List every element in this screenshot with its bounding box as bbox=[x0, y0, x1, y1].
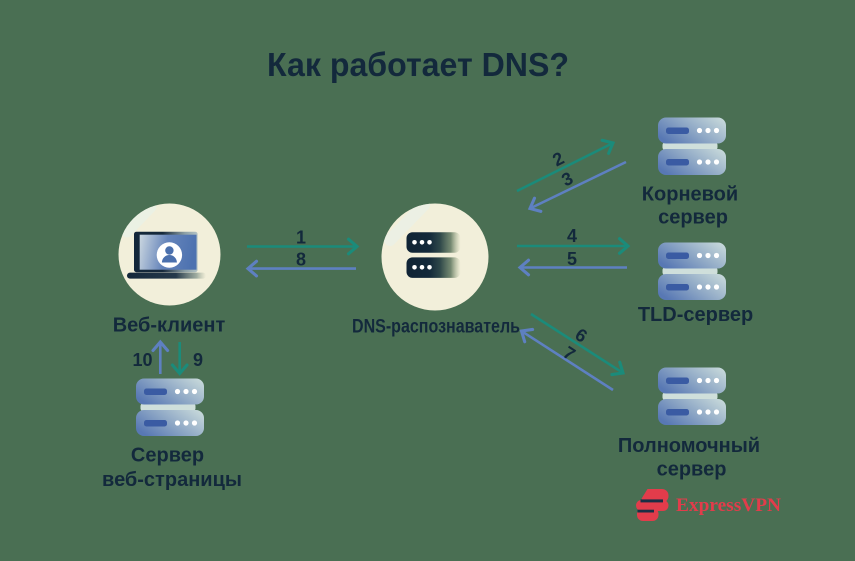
svg-text:ExpressVPN: ExpressVPN bbox=[676, 496, 782, 516]
svg-text:5: 5 bbox=[567, 249, 577, 269]
svg-text:1: 1 bbox=[296, 228, 306, 248]
svg-text:Как работает DNS?: Как работает DNS? bbox=[267, 46, 569, 83]
svg-text:4: 4 bbox=[567, 226, 577, 246]
svg-text:сервер: сервер bbox=[658, 207, 728, 229]
svg-text:Полномочный: Полномочный bbox=[618, 435, 760, 457]
svg-text:DNS-распознаватель: DNS-распознаватель bbox=[352, 317, 520, 338]
svg-text:Сервер: Сервер bbox=[131, 445, 204, 467]
svg-text:9: 9 bbox=[193, 350, 203, 370]
svg-text:Корневой: Корневой bbox=[642, 184, 738, 206]
svg-text:сервер: сервер bbox=[657, 459, 727, 481]
svg-text:10: 10 bbox=[132, 350, 152, 370]
svg-text:веб-страницы: веб-страницы bbox=[102, 469, 242, 491]
svg-text:8: 8 bbox=[296, 250, 306, 270]
svg-text:TLD-сервер: TLD-сервер bbox=[638, 304, 753, 326]
svg-text:Веб-клиент: Веб-клиент bbox=[113, 315, 226, 337]
